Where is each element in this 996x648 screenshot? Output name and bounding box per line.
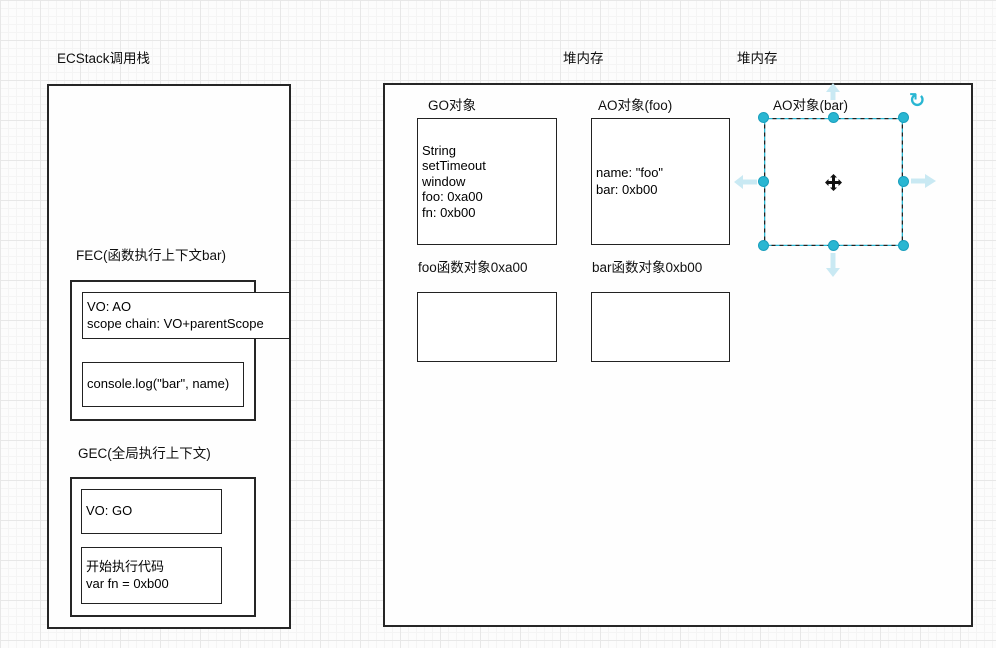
resize-handle-s[interactable]: [828, 240, 839, 251]
text-line: 开始执行代码: [86, 559, 165, 574]
text-line: VO: GO: [86, 503, 133, 519]
bar-fn-label[interactable]: bar函数对象0xb00: [592, 260, 703, 275]
text-line: bar: 0xb00: [596, 181, 658, 197]
text-line: fn: 0xb00: [422, 204, 476, 220]
resize-handle-n[interactable]: [828, 112, 839, 123]
ao-bar-label[interactable]: AO对象(bar): [773, 98, 849, 113]
text-line: String: [422, 142, 456, 158]
ao-bar-box-selected[interactable]: [758, 112, 909, 251]
heap-title-left[interactable]: 堆内存: [563, 51, 604, 66]
text-line: scope chain: VO+parentScope: [87, 315, 264, 331]
text-line: console.log("bar", name): [87, 376, 230, 392]
grow-arrow-right-icon[interactable]: [911, 174, 936, 188]
bar-fn-box[interactable]: [591, 292, 730, 362]
fec-label[interactable]: FEC(函数执行上下文bar): [76, 248, 227, 263]
rotate-handle-icon[interactable]: ↻: [908, 90, 926, 112]
foo-fn-label[interactable]: foo函数对象0xa00: [418, 260, 528, 275]
resize-handle-sw[interactable]: [758, 240, 769, 251]
text-line: setTimeout: [422, 158, 486, 174]
gec-vo-box[interactable]: VO: GO: [81, 489, 222, 534]
fec-vo-box[interactable]: VO: AO scope chain: VO+parentScope: [82, 292, 290, 339]
resize-handle-nw[interactable]: [758, 112, 769, 123]
move-cursor-icon: [825, 174, 842, 191]
go-object-box[interactable]: String setTimeout window foo: 0xa00 fn: …: [417, 118, 557, 245]
text-line: name: "foo": [596, 165, 664, 180]
text-line: foo: 0xa00: [422, 189, 483, 205]
text-line: VO: AO: [87, 299, 132, 314]
resize-handle-se[interactable]: [898, 240, 909, 251]
ao-foo-label[interactable]: AO对象(foo): [598, 98, 673, 113]
gec-code-box[interactable]: 开始执行代码 var fn = 0xb00: [81, 547, 222, 604]
resize-handle-e[interactable]: [898, 176, 909, 187]
text-line: window: [422, 173, 466, 189]
ao-foo-box[interactable]: name: "foo" bar: 0xb00: [591, 118, 730, 245]
foo-fn-box[interactable]: [417, 292, 557, 362]
ecstack-title[interactable]: ECStack调用栈: [57, 51, 151, 66]
resize-handle-ne[interactable]: [898, 112, 909, 123]
fec-console-box[interactable]: console.log("bar", name): [82, 362, 244, 407]
go-object-label[interactable]: GO对象: [428, 98, 477, 113]
text-line: var fn = 0xb00: [86, 575, 169, 591]
heap-title-right[interactable]: 堆内存: [737, 51, 778, 66]
grow-arrow-down-icon[interactable]: [826, 253, 840, 277]
resize-handle-w[interactable]: [758, 176, 769, 187]
grow-arrow-left-icon[interactable]: [734, 175, 757, 189]
gec-label[interactable]: GEC(全局执行上下文): [78, 446, 211, 461]
grow-arrow-up-icon[interactable]: [826, 83, 840, 100]
